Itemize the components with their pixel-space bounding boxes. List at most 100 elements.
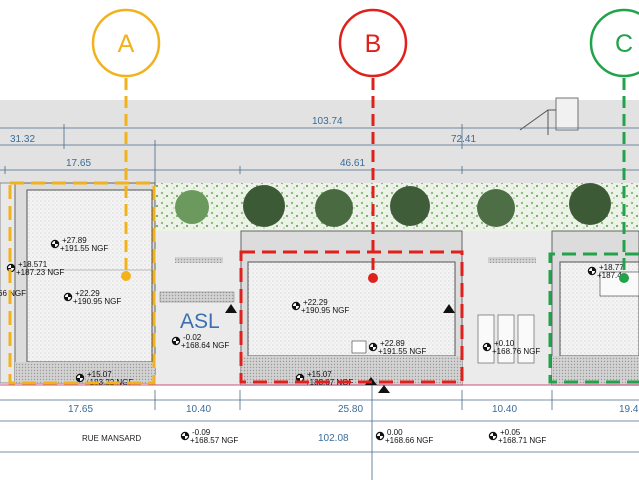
level-relative: +0.10 bbox=[494, 339, 515, 348]
level-ngf: +187.23 NGF bbox=[16, 268, 64, 277]
tree bbox=[569, 183, 611, 225]
level-marker: +27.89+191.55 NGF bbox=[50, 236, 108, 253]
building-b-roof-access bbox=[351, 340, 367, 354]
level-relative: -0.02 bbox=[183, 333, 202, 342]
level-relative: +18.571 bbox=[18, 260, 48, 269]
tree bbox=[390, 186, 430, 226]
dim-gap-ab: 10.40 bbox=[186, 404, 211, 415]
dimension-lines-bottom bbox=[0, 385, 639, 480]
dim-b-bottom: 25.80 bbox=[338, 404, 363, 415]
level-symbol-fill bbox=[64, 293, 72, 301]
level-relative: -0.09 bbox=[192, 428, 211, 437]
level-ngf: +190.95 NGF bbox=[301, 306, 349, 315]
level-marker: +22.89+191.55 NGF bbox=[368, 339, 426, 356]
level-ngf: +168.66 NGF bbox=[385, 436, 433, 445]
level-relative: +0.05 bbox=[500, 428, 521, 437]
top-band bbox=[0, 100, 639, 183]
level-marker: -0.09+168.57 NGF bbox=[180, 428, 238, 445]
level-relative: +15.07 bbox=[307, 370, 332, 379]
level-symbol-fill bbox=[172, 337, 180, 345]
street-name: RUE MANSARD bbox=[82, 434, 141, 443]
dim-left-top: 31.32 bbox=[10, 134, 35, 145]
level-ngf: +168.76 NGF bbox=[492, 347, 540, 356]
tree bbox=[175, 190, 209, 224]
building-b-base bbox=[241, 356, 462, 385]
level-symbol-fill bbox=[51, 240, 59, 248]
level-marker: +22.29+190.95 NGF bbox=[291, 298, 349, 315]
dim-street-total: 102.08 bbox=[318, 433, 349, 444]
level-marker: +22.29+190.95 NGF bbox=[63, 289, 121, 306]
level-ngf: +168.64 NGF bbox=[181, 341, 229, 350]
building-a-roof bbox=[26, 189, 153, 363]
marker-a[interactable]: A bbox=[91, 8, 161, 281]
level-symbol-fill bbox=[181, 432, 189, 440]
level-ngf: +168.57 NGF bbox=[190, 436, 238, 445]
level-symbol-fill bbox=[483, 343, 491, 351]
building-c-base bbox=[552, 356, 639, 385]
level-ngf: +191.55 NGF bbox=[378, 347, 426, 356]
level-marker: +0.10+168.76 NGF bbox=[482, 339, 540, 356]
level-marker: 66 NGF bbox=[0, 289, 26, 298]
marker-a-letter: A bbox=[118, 30, 135, 58]
level-symbol-fill bbox=[296, 374, 304, 382]
dim-a-bottom: 17.65 bbox=[68, 404, 93, 415]
building-a-base bbox=[15, 362, 155, 383]
dim-gap-bc: 10.40 bbox=[492, 404, 517, 415]
level-symbol-fill bbox=[369, 343, 377, 351]
level-relative: +22.89 bbox=[380, 339, 405, 348]
level-symbol-fill bbox=[376, 432, 384, 440]
marker-c-circle[interactable] bbox=[589, 8, 639, 78]
dim-middle-width: 46.61 bbox=[340, 158, 365, 169]
marker-b-circle[interactable] bbox=[338, 8, 408, 78]
tree bbox=[243, 185, 285, 227]
level-symbol-fill bbox=[292, 302, 300, 310]
level-relative: +18.77 bbox=[599, 263, 624, 272]
tree bbox=[477, 189, 515, 227]
dimension-lines-top bbox=[0, 124, 639, 185]
parking-box bbox=[477, 314, 495, 364]
building-c-highlight bbox=[548, 252, 639, 384]
dim-right-top: 72.41 bbox=[451, 134, 476, 145]
level-relative: +22.29 bbox=[75, 289, 100, 298]
ground-asl bbox=[155, 231, 241, 385]
parking-box bbox=[497, 314, 515, 364]
marker-b-dot bbox=[368, 273, 378, 283]
building-b-roof bbox=[247, 261, 456, 357]
level-relative: +22.29 bbox=[303, 298, 328, 307]
level-ngf: +187.4 bbox=[597, 271, 622, 280]
building-a-highlight bbox=[8, 181, 156, 385]
hedge-strip bbox=[488, 257, 536, 263]
zone-label: ASL bbox=[180, 310, 220, 333]
parking-box bbox=[517, 314, 535, 364]
marker-b[interactable]: B bbox=[338, 8, 408, 283]
level-marker: +18.77+187.4 bbox=[587, 263, 624, 280]
building-b-highlight bbox=[239, 250, 464, 384]
level-symbol-fill bbox=[76, 374, 84, 382]
level-relative: +27.89 bbox=[62, 236, 87, 245]
dim-c-bottom: 19.4 bbox=[619, 404, 639, 415]
trees bbox=[175, 183, 611, 227]
neighbour-block bbox=[555, 97, 579, 131]
level-ngf: +191.55 NGF bbox=[60, 244, 108, 253]
dim-total-top: 103.74 bbox=[312, 116, 343, 127]
level-markers: +27.89+191.55 NGF+18.571+187.23 NGF+22.2… bbox=[0, 236, 624, 445]
marker-b-letter: B bbox=[365, 30, 382, 58]
marker-c-letter: C bbox=[615, 30, 633, 58]
marker-c[interactable]: C bbox=[589, 8, 639, 283]
level-relative: +15.07 bbox=[87, 370, 112, 379]
marker-a-dot bbox=[121, 271, 131, 281]
section-triangle bbox=[378, 385, 390, 393]
level-symbol-fill bbox=[489, 432, 497, 440]
level-relative: 66 NGF bbox=[0, 289, 26, 298]
level-ngf: +190.95 NGF bbox=[73, 297, 121, 306]
level-ngf: +168.71 NGF bbox=[498, 436, 546, 445]
level-marker: 0.00+168.66 NGF bbox=[375, 428, 433, 445]
stair-asl bbox=[159, 291, 235, 303]
marker-a-circle[interactable] bbox=[91, 8, 161, 78]
level-marker: -0.02+168.64 NGF bbox=[171, 333, 229, 350]
hedge-strip bbox=[175, 257, 223, 263]
section-triangle bbox=[443, 304, 455, 313]
tree bbox=[315, 189, 353, 227]
dim-a-width: 17.65 bbox=[66, 158, 91, 169]
